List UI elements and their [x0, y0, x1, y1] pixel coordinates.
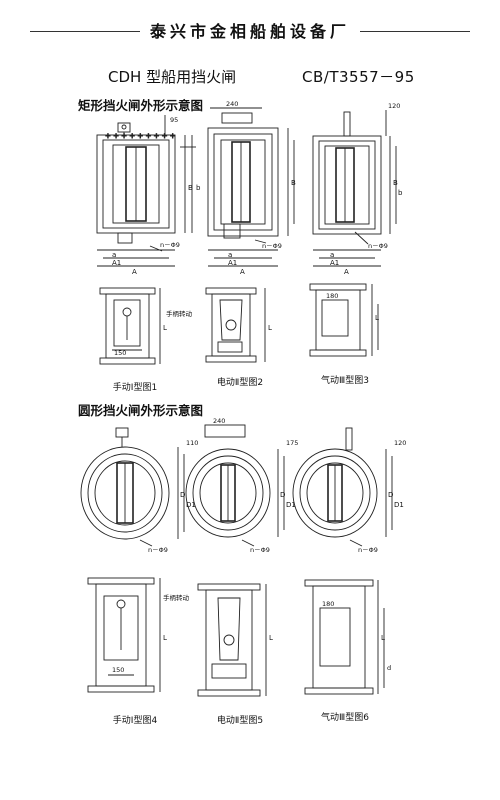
fig3-label-b: b — [398, 189, 403, 197]
fig4-side-label-L: L — [163, 634, 167, 642]
fig4-label-D: D — [180, 491, 185, 499]
fig5-side-label-L: L — [269, 634, 273, 642]
fig2-label-a: a — [228, 251, 232, 259]
fig4-label-110: 110 — [186, 439, 198, 447]
fig6-label-120: 120 — [394, 439, 406, 447]
caption-fig6: 气动Ⅲ型图6 — [321, 713, 369, 723]
fig6-side-label-L: L — [381, 634, 385, 642]
fig4-side-view — [87, 577, 161, 693]
fig3-side-label-L: L — [375, 314, 379, 322]
caption-fig3: 气动Ⅲ型图3 — [321, 376, 369, 386]
fig2-label-A1: A1 — [228, 259, 237, 267]
fig5-label-D: D — [280, 491, 285, 499]
fig1-label-n-phi9: n－Φ9 — [160, 241, 180, 249]
section-round-title: 圆形挡火闸外形示意图 — [78, 403, 204, 418]
fig2-label-B: B — [291, 179, 296, 187]
fig3-side-view — [309, 283, 379, 357]
fig3-label-A1: A1 — [330, 259, 339, 267]
fig6-label-180: 180 — [322, 600, 334, 608]
caption-fig1: 手动Ⅰ型图1 — [112, 383, 158, 393]
fig1-side-label-L: L — [163, 324, 167, 332]
fig5-side-view — [197, 583, 267, 697]
fig1-label-b: b — [196, 184, 201, 192]
fig1-label-a: a — [112, 251, 116, 259]
fig5-label-240: 240 — [213, 417, 225, 425]
fig4-label-n-phi9: n－Φ9 — [148, 546, 168, 554]
fig5-label-D1: D1 — [286, 501, 296, 509]
fig3-label-n-phi9: n－Φ9 — [368, 242, 388, 250]
header-rule-right — [360, 31, 470, 32]
fig6-label-D1: D1 — [394, 501, 404, 509]
fig4-side-note: 手柄转动 — [163, 593, 190, 602]
fig4-label-D1: D1 — [186, 501, 196, 509]
fig3-front-view — [312, 110, 397, 267]
fig2-label-n-phi9: n－Φ9 — [262, 242, 282, 250]
fig3-label-B: B — [393, 179, 398, 187]
company-name: 泰兴市金相船舶设备厂 — [149, 22, 350, 41]
fig1-label-150: 150 — [114, 349, 126, 357]
caption-fig2: 电动Ⅱ型图2 — [216, 378, 264, 388]
fig5-front-view — [185, 424, 285, 547]
fig1-side-view — [99, 287, 161, 365]
section-rect-title: 矩形挡火闸外形示意图 — [78, 98, 204, 113]
fig3-label-A: A — [344, 268, 349, 276]
fig2-side-view — [205, 287, 266, 363]
fig6-side-view — [304, 579, 385, 695]
fig1-label-B: B — [188, 184, 193, 192]
fig1-bolt-marks: + + + + + + + + + — [105, 132, 176, 140]
fig3-label-a: a — [330, 251, 334, 259]
fig6-label-D: D — [388, 491, 393, 499]
product-title: CDH 型船用挡火闸 — [108, 68, 237, 86]
fig5-label-175: 175 — [286, 439, 298, 447]
fig1-label-A: A — [132, 268, 137, 276]
fig1-label-95: 95 — [170, 116, 178, 124]
fig4-label-150: 150 — [112, 666, 124, 674]
fig5-label-n-phi9: n－Φ9 — [250, 546, 270, 554]
fig6-label-n-phi9: n－Φ9 — [358, 546, 378, 554]
fig3-label-120: 120 — [388, 102, 400, 110]
standard-code: CB/T3557－95 — [302, 68, 415, 86]
header-rule-left — [30, 31, 140, 32]
caption-fig4: 手动Ⅰ型图4 — [112, 716, 158, 726]
fig4-front-view — [80, 427, 185, 547]
fig2-label-240: 240 — [226, 100, 238, 108]
fig3-label-180: 180 — [326, 292, 338, 300]
fig2-front-view — [207, 107, 295, 267]
fig1-front-view: + + + + + + + + + — [96, 115, 196, 267]
caption-fig5: 电动Ⅱ型图5 — [216, 716, 264, 726]
fig6-side-label-d: d — [387, 664, 391, 672]
fig1-label-A1: A1 — [112, 259, 121, 267]
fig2-label-A: A — [240, 268, 245, 276]
fig2-side-label-L: L — [268, 324, 272, 332]
fig6-front-view — [292, 427, 393, 547]
fig1-side-note: 手柄转动 — [166, 309, 193, 318]
